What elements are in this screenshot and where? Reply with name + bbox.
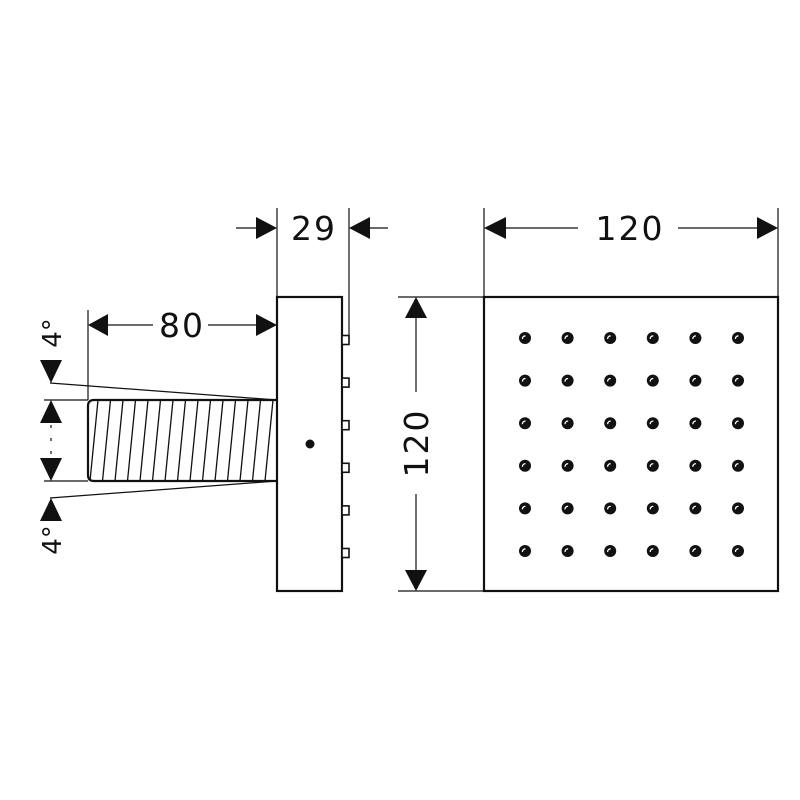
thread-line: [176, 400, 187, 481]
side-view-center-mark: [305, 439, 315, 449]
nozzle-dot: [689, 417, 702, 430]
side-nozzle: [341, 334, 350, 346]
nozzle-dot: [646, 545, 659, 557]
thread-line: [251, 400, 262, 481]
thread-line: [101, 400, 112, 481]
side-nozzles: [341, 334, 350, 559]
thread-line: [89, 400, 99, 481]
side-nozzle: [341, 419, 350, 431]
front-view: [482, 295, 780, 593]
dimension-thread-length: 80: [87, 306, 277, 400]
nozzle-dot: [646, 502, 659, 515]
thread-line: [264, 400, 274, 481]
nozzle-dot: [689, 332, 702, 344]
side-nozzle: [341, 505, 350, 516]
nozzle-dot: [732, 459, 744, 472]
taper-line-bottom: [49, 480, 278, 499]
dimension-label-120-height: 120: [397, 409, 436, 478]
nozzle-dot: [561, 502, 574, 515]
thread-lines: [89, 400, 298, 481]
nozzle-dot: [732, 545, 744, 557]
taper-line-top: [49, 382, 278, 401]
threaded-connector: [86, 398, 298, 483]
nozzle-dot: [689, 459, 702, 472]
thread-line: [226, 400, 237, 481]
thread-line: [151, 400, 162, 481]
nozzle-dot: [646, 374, 659, 387]
thread-line: [114, 400, 124, 481]
angle-label-bottom: 4°: [38, 525, 68, 555]
nozzle-dot: [689, 545, 702, 557]
nozzle-dot: [689, 502, 702, 515]
nozzle-grid: [519, 332, 744, 557]
nozzle-dot: [561, 332, 574, 344]
nozzle-dot: [689, 374, 702, 387]
angle-label-top: 4°: [38, 318, 68, 348]
side-nozzle: [341, 547, 350, 559]
dimension-side-depth: 29: [236, 208, 388, 340]
nozzle-dot: [561, 374, 574, 387]
nozzle-dot: [604, 332, 617, 344]
side-nozzle: [341, 462, 350, 474]
thread-line: [214, 400, 224, 481]
thread-line: [139, 400, 149, 481]
nozzle-dot: [732, 374, 744, 387]
thread-line: [126, 400, 137, 481]
nozzle-dot: [561, 417, 574, 430]
front-view-body: [482, 295, 780, 593]
nozzle-dot: [732, 332, 744, 344]
thread-line: [201, 400, 212, 481]
angle-arrow-top-2: [40, 400, 62, 423]
nozzle-dot: [604, 417, 617, 430]
dimension-label-120-width: 120: [596, 209, 665, 248]
nozzle-dot: [732, 417, 744, 430]
nozzle-dot: [519, 502, 531, 515]
nozzle-dot: [646, 332, 659, 344]
dimension-front-width: 120: [483, 208, 779, 297]
thread-line: [164, 400, 174, 481]
angle-arrow-bottom-1: [40, 458, 62, 481]
nozzle-dot: [646, 417, 659, 430]
dimension-label-29: 29: [291, 209, 337, 248]
nozzle-dot: [519, 545, 531, 557]
dimension-label-80: 80: [159, 306, 205, 345]
nozzle-dot: [561, 545, 574, 557]
angle-arrow-top-1: [40, 360, 62, 383]
nozzle-dot: [519, 332, 531, 344]
thread-line: [189, 400, 199, 481]
nozzle-dot: [646, 459, 659, 472]
side-nozzle: [341, 377, 350, 388]
nozzle-dot: [732, 502, 744, 515]
thread-line: [290, 400, 298, 481]
thread-line: [239, 400, 249, 481]
nozzle-dot: [604, 374, 617, 387]
nozzle-dot: [519, 417, 531, 430]
nozzle-dot: [561, 459, 574, 472]
thread-line: [276, 400, 277, 481]
nozzle-dot: [604, 459, 617, 472]
nozzle-dot: [604, 502, 617, 515]
dimension-front-height: 120: [397, 296, 484, 592]
angle-arrow-bottom-2: [40, 498, 62, 521]
nozzle-dot: [519, 374, 531, 387]
side-view-body: [275, 295, 344, 593]
nozzle-dot: [519, 459, 531, 472]
nozzle-dot: [604, 545, 617, 557]
side-view: 4° 4°: [38, 295, 350, 593]
